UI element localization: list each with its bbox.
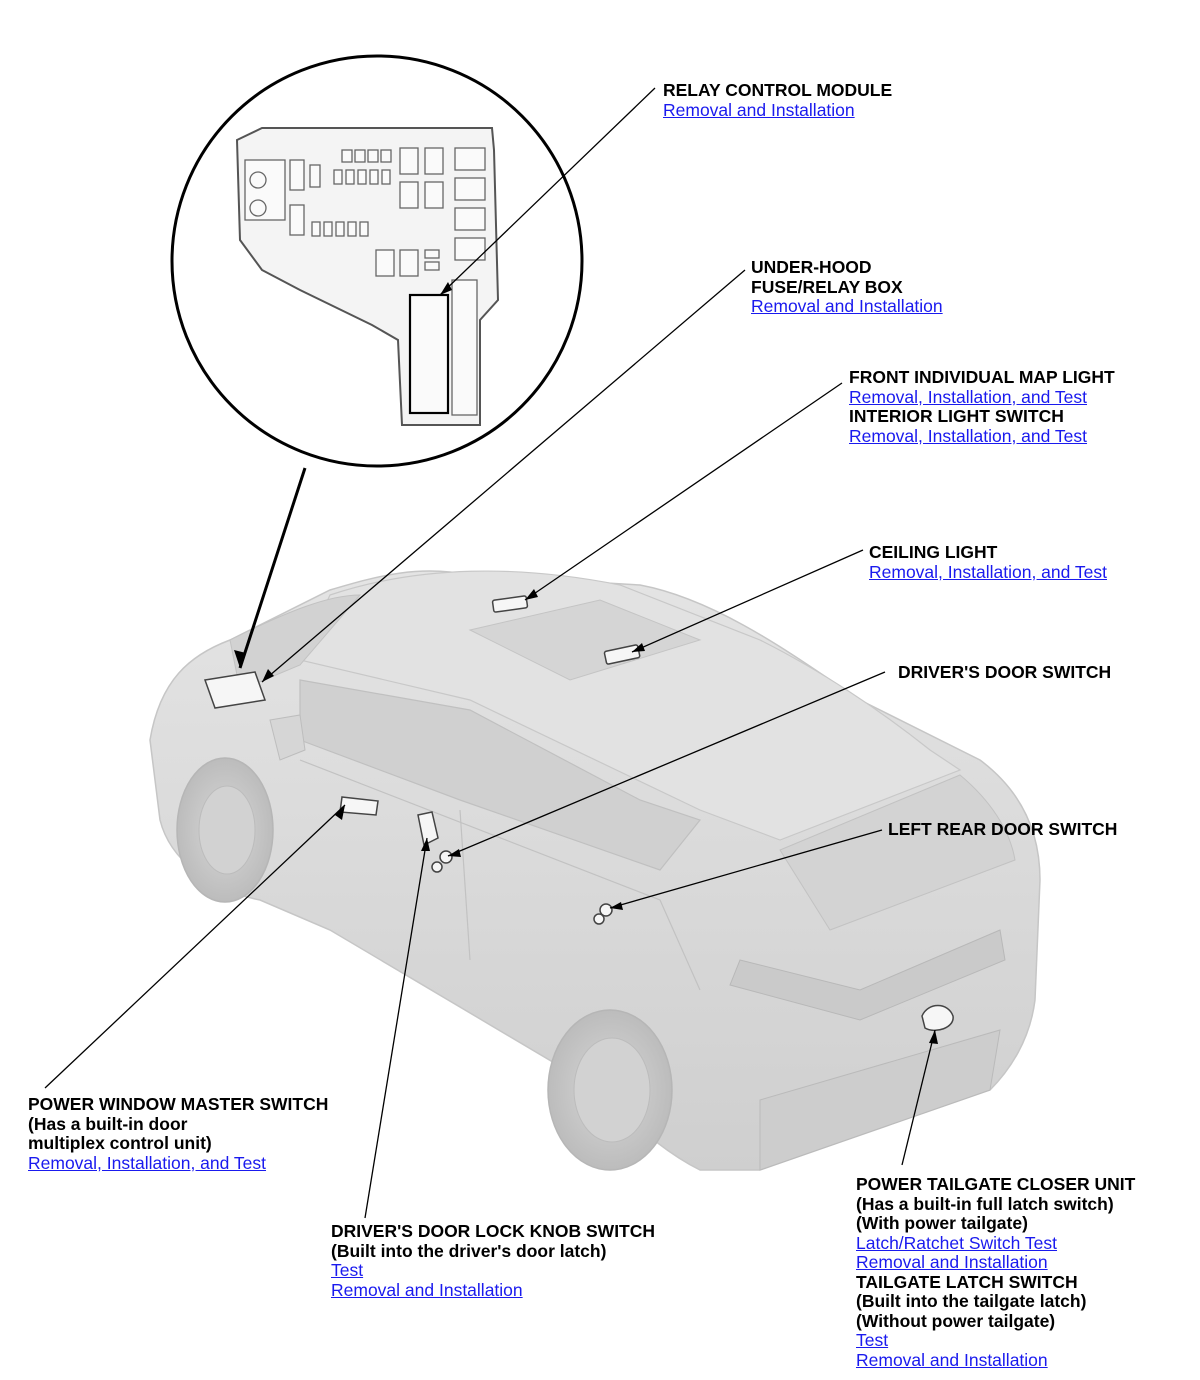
callout-tailgate: POWER TAILGATE CLOSER UNIT (Has a built-… (856, 1174, 1136, 1370)
tailgate-closer-sub1: (Has a built-in full latch switch) (856, 1193, 1114, 1214)
callout-door-lock-knob-switch: DRIVER'S DOOR LOCK KNOB SWITCH (Built in… (331, 1221, 656, 1300)
tailgate-latch-switch-title: TAILGATE LATCH SWITCH (856, 1271, 1078, 1292)
under-hood-fuse-box-marker (203, 671, 267, 709)
power-window-sub1: (Has a built-in door (28, 1113, 188, 1134)
callout-power-window-master-switch: POWER WINDOW MASTER SWITCH (Has a built-… (28, 1094, 329, 1173)
left-rear-door-switch-title: LEFT REAR DOOR SWITCH (888, 819, 1118, 839)
under-hood-title-line1: UNDER-HOOD (751, 257, 872, 277)
interior-light-switch-title: INTERIOR LIGHT SWITCH (849, 406, 1064, 426)
map-light-title: FRONT INDIVIDUAL MAP LIGHT (849, 367, 1115, 387)
arrowheads (234, 282, 938, 1044)
door-lock-knob-marker (417, 811, 439, 847)
under-hood-link[interactable]: Removal and Installation (751, 296, 943, 316)
tailgate-closer-title: POWER TAILGATE CLOSER UNIT (856, 1174, 1136, 1194)
ceiling-light-title: CEILING LIGHT (869, 542, 998, 562)
callout-under-hood-fuse-box: UNDER-HOOD FUSE/RELAY BOX Removal and In… (751, 257, 943, 317)
tailgate-latch-ratchet-test-link[interactable]: Latch/Ratchet Switch Test (856, 1232, 1058, 1253)
left-rear-door-switch-marker (593, 903, 613, 925)
callout-map-light: FRONT INDIVIDUAL MAP LIGHT Removal, Inst… (849, 367, 1115, 446)
tailgate-closer-sub2: (With power tailgate) (856, 1213, 1028, 1233)
tailgate-latch-sub4: (Without power tailgate) (856, 1310, 1056, 1331)
map-light-marker (491, 595, 529, 613)
lock-knob-test-link[interactable]: Test (331, 1260, 364, 1280)
under-hood-title-line2: FUSE/RELAY BOX (751, 276, 903, 297)
callout-left-rear-door-switch: LEFT REAR DOOR SWITCH (888, 819, 1118, 840)
power-window-sub2: multiplex control unit) (28, 1133, 212, 1153)
relay-control-module-title: RELAY CONTROL MODULE (663, 80, 893, 100)
component-markers (203, 595, 954, 1032)
power-window-switch-marker (339, 796, 379, 816)
callout-drivers-door-switch: DRIVER'S DOOR SWITCH (898, 662, 1112, 683)
map-light-link[interactable]: Removal, Installation, and Test (849, 386, 1088, 407)
fuse-box-detail-magnifier (170, 54, 584, 468)
lock-knob-removal-link[interactable]: Removal and Installation (331, 1279, 523, 1300)
vehicle-illustration (149, 570, 1041, 1171)
power-window-link[interactable]: Removal, Installation, and Test (28, 1152, 267, 1173)
tailgate-latch-sub3: (Built into the tailgate latch) (856, 1291, 1087, 1311)
power-window-title: POWER WINDOW MASTER SWITCH (28, 1094, 329, 1114)
tailgate-closer-marker (921, 1004, 954, 1032)
drivers-door-switch-title: DRIVER'S DOOR SWITCH (898, 662, 1112, 682)
drivers-door-switch-marker (431, 850, 453, 873)
callout-ceiling-light: CEILING LIGHT Removal, Installation, and… (869, 542, 1108, 582)
tailgate-closer-removal-link[interactable]: Removal and Installation (856, 1252, 1048, 1272)
ceiling-light-link[interactable]: Removal, Installation, and Test (869, 561, 1108, 582)
relay-control-module-link[interactable]: Removal and Installation (663, 99, 855, 120)
leader-lines (44, 87, 936, 1219)
callout-relay-control-module: RELAY CONTROL MODULE Removal and Install… (663, 80, 893, 120)
tailgate-latch-test-link[interactable]: Test (856, 1330, 889, 1350)
lock-knob-sub1: (Built into the driver's door latch) (331, 1240, 607, 1261)
interior-light-switch-link[interactable]: Removal, Installation, and Test (849, 425, 1088, 446)
tailgate-latch-removal-link[interactable]: Removal and Installation (856, 1349, 1048, 1370)
lock-knob-title: DRIVER'S DOOR LOCK KNOB SWITCH (331, 1221, 656, 1241)
